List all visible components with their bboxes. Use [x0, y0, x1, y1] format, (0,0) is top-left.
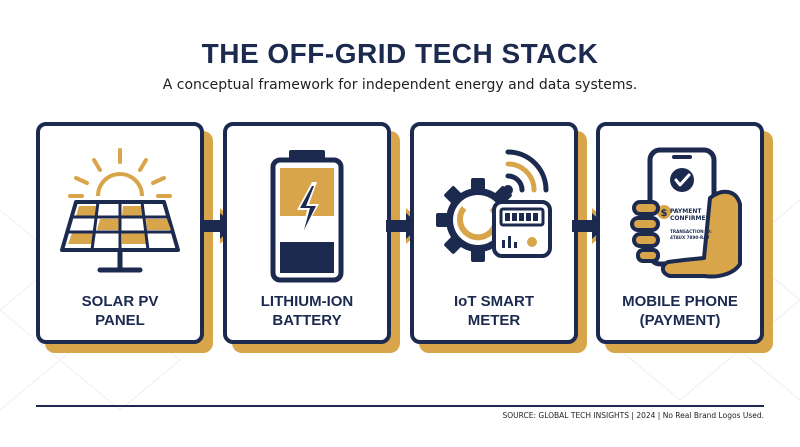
stack-card-phone: $ PAYMENT CONFIRMED TRANSACTION ID: 4TAU… [596, 122, 773, 353]
stack-card-meter: IoT SMART METER [410, 122, 587, 353]
stack-card-battery: LITHIUM-ION BATTERY [223, 122, 400, 353]
page-subtitle: A conceptual framework for independent e… [162, 77, 638, 93]
solar-panel-icon [60, 148, 180, 273]
smart-meter-icon [436, 149, 552, 262]
card-frame: LITHIUM-ION BATTERY [223, 122, 391, 344]
battery-icon [270, 150, 344, 283]
stack-label-battery: LITHIUM-ION BATTERY [260, 293, 354, 329]
dollar-sign-text: $ [661, 208, 668, 219]
stack-label-solar: SOLAR PV PANEL [81, 293, 159, 329]
page-title: THE OFF-GRID TECH STACK [201, 38, 599, 69]
source-note: SOURCE: GLOBAL TECH INSIGHTS | 2024 | No… [502, 411, 764, 420]
footer-divider [36, 405, 764, 407]
stack-label-meter: IoT SMART METER [454, 293, 534, 329]
transaction-id-text: TRANSACTION ID: 4TAUX 7890-RAV [670, 229, 712, 240]
card-frame: IoT SMART METER [410, 122, 578, 344]
stack-card-solar: SOLAR PV PANEL [36, 122, 213, 353]
card-frame: $ PAYMENT CONFIRMED TRANSACTION ID: 4TAU… [596, 122, 764, 344]
payment-status-text: PAYMENT CONFIRMED [670, 208, 711, 222]
card-frame: SOLAR PV PANEL [36, 122, 204, 344]
mobile-phone-icon: $ [630, 147, 742, 279]
stack-label-phone: MOBILE PHONE (PAYMENT) [622, 293, 738, 329]
